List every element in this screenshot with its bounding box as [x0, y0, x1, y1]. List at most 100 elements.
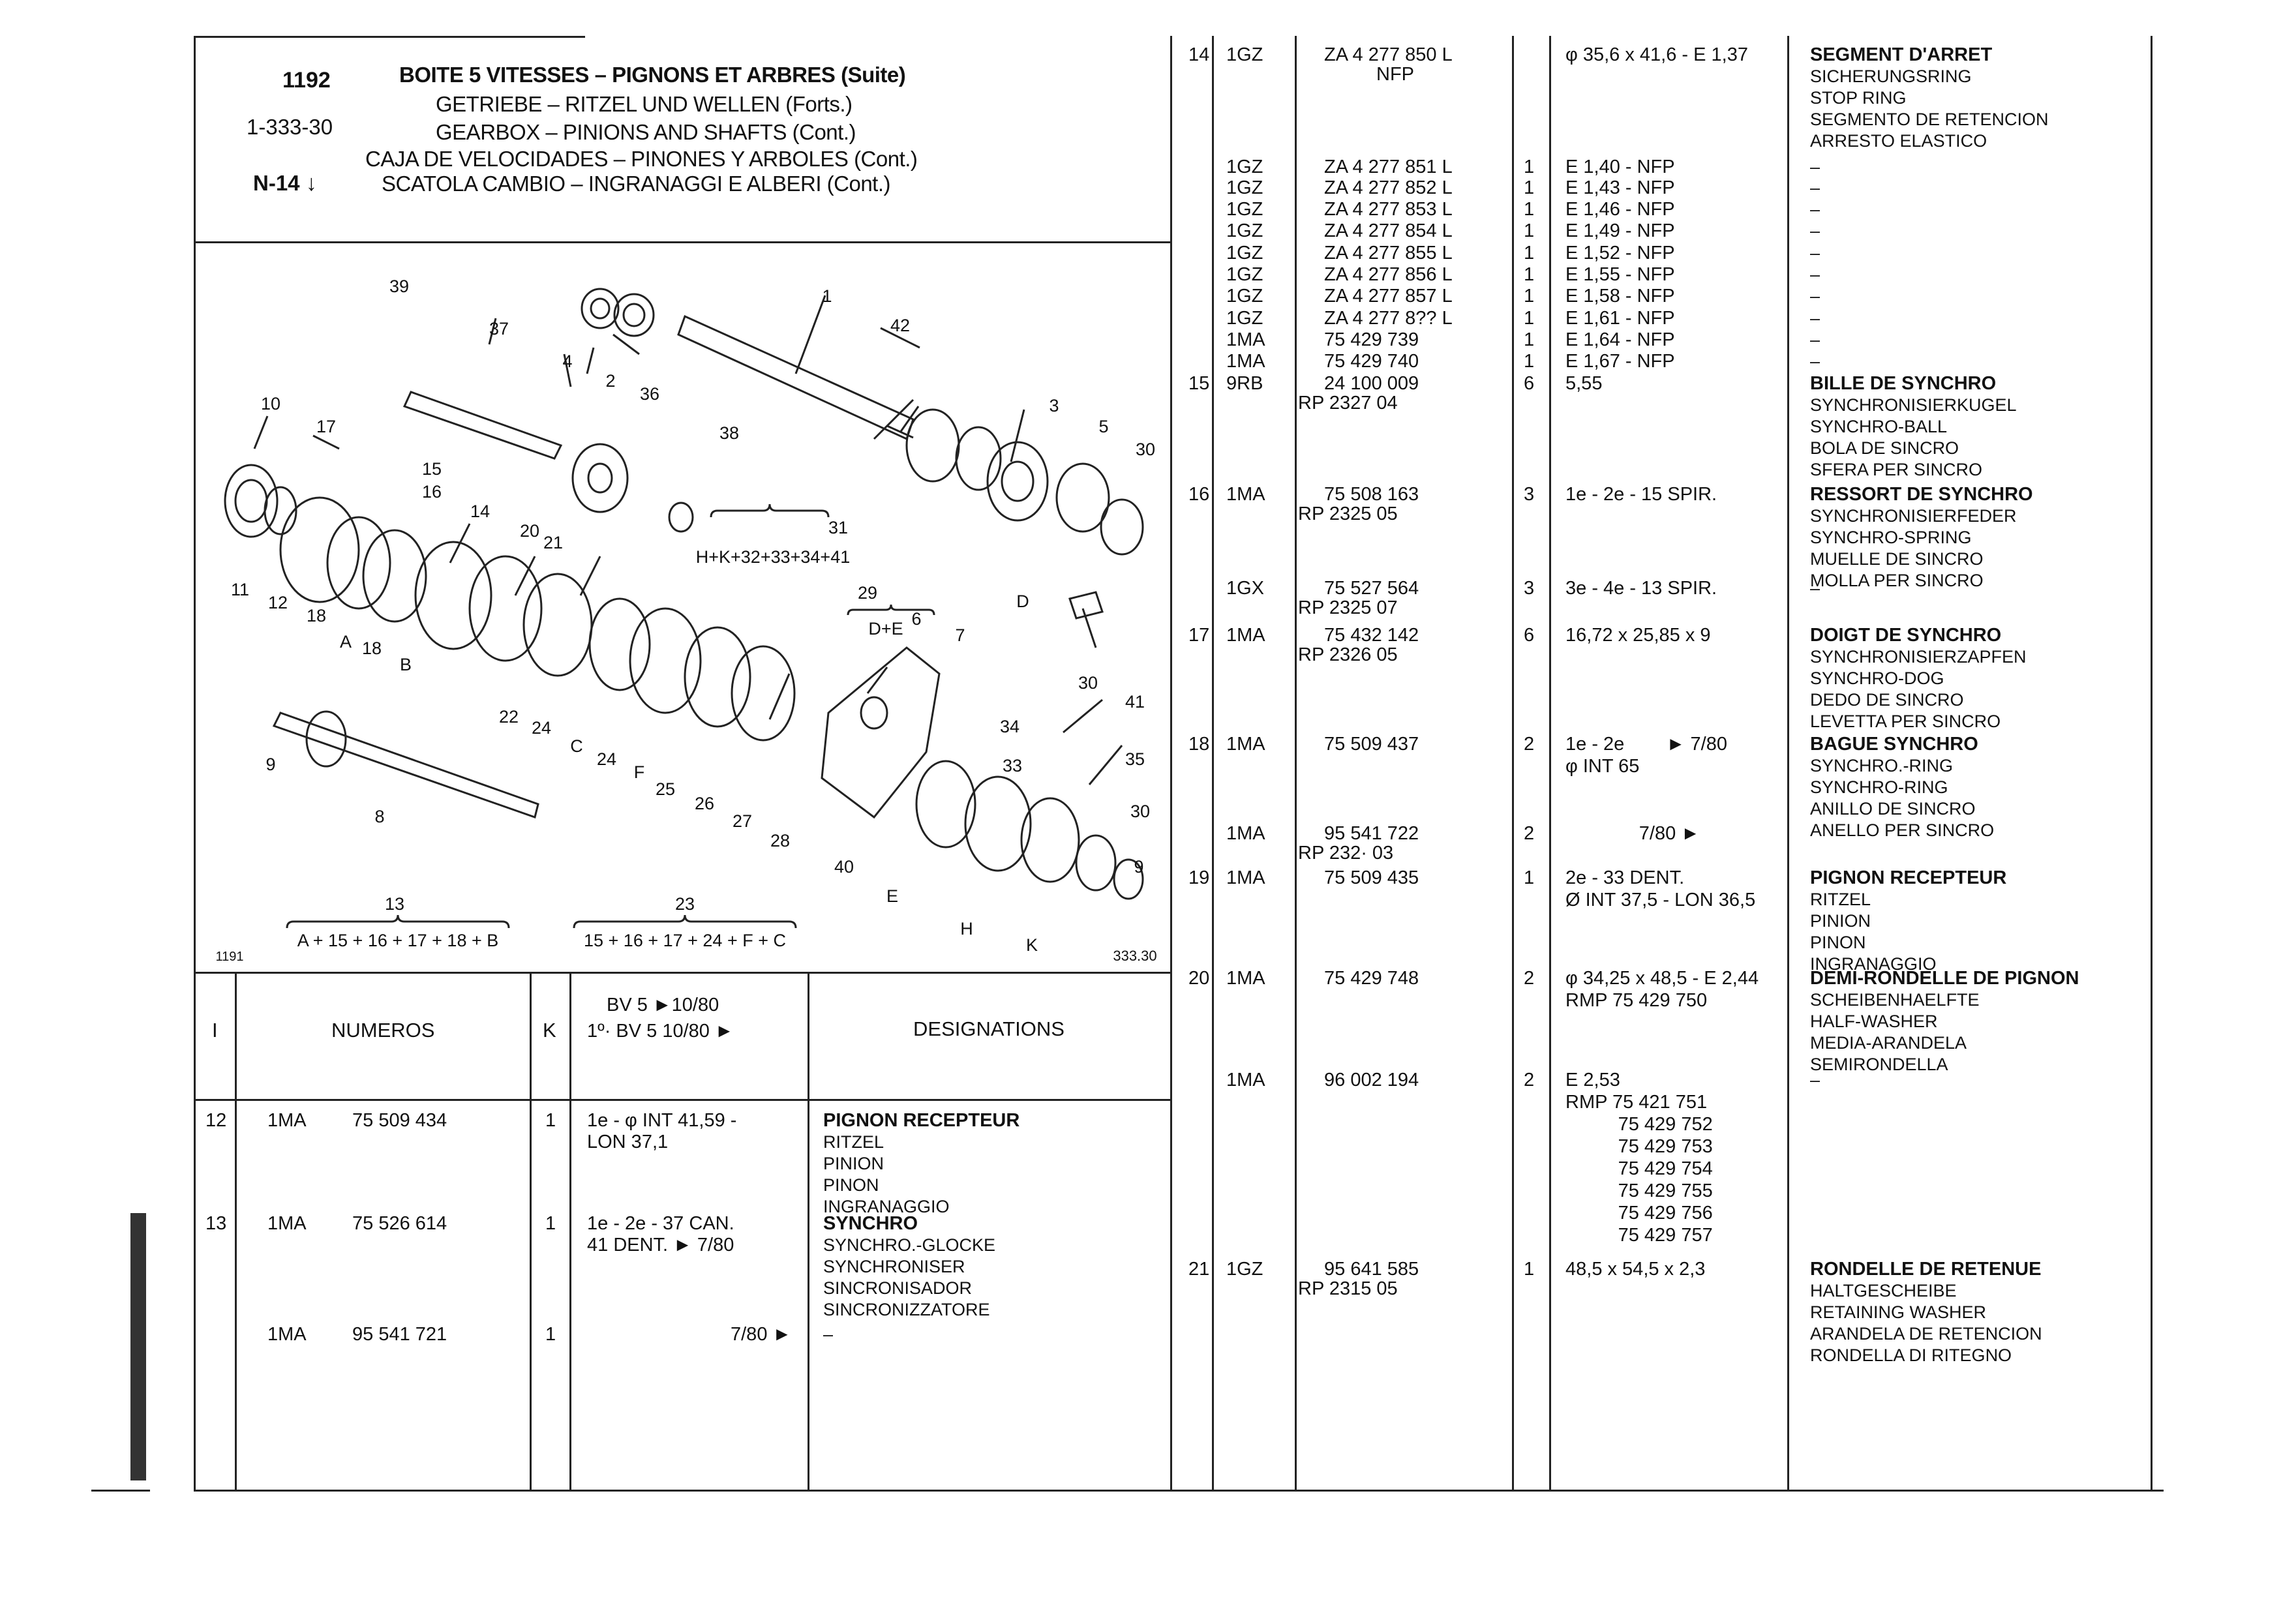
row-spec: 7/80 ► [731, 1324, 792, 1345]
callout-24a: 24 [532, 718, 551, 738]
row-designation: – [1810, 286, 1820, 306]
down-arrow-icon: ↓ [305, 171, 317, 196]
row-part-number: 24 100 009 [1324, 373, 1419, 394]
row-code: 1MA [267, 1213, 307, 1234]
group-23-label: 15 + 16 + 17 + 24 + F + C [584, 931, 786, 950]
row-code: 1MA [1226, 625, 1265, 646]
row-designation: SCHEIBENHAELFTE [1810, 990, 1980, 1010]
callout-9a: 9 [265, 755, 275, 774]
row-spec: 16,72 x 25,85 x 9 [1565, 625, 1711, 646]
row-spec: 75 429 757 [1565, 1225, 1713, 1246]
row-designation: STOP RING [1810, 88, 1907, 108]
row-part-number: 75 429 739 [1324, 329, 1419, 350]
row-code: 1MA [1226, 484, 1265, 505]
spec-line: 1e - φ INT 41,59 - [587, 1110, 737, 1131]
row-designation: BILLE DE SYNCHRO [1810, 373, 1997, 394]
group-29-label: D+E [868, 619, 903, 638]
group-31-label: H+K+32+33+34+41 [696, 547, 850, 567]
row-quantity: 3 [1524, 484, 1535, 505]
col-numeros-header: NUMEROS [331, 1019, 435, 1042]
row-part-number: ZA 4 277 856 L [1324, 264, 1453, 285]
callout-26: 26 [695, 794, 714, 813]
row-designation: SEMIRONDELLA [1810, 1055, 1948, 1074]
designation-it: SINCRONIZZATORE [823, 1300, 990, 1319]
row-part-number: 75 509 435 [1324, 867, 1419, 888]
row-designation: SYNCHRO-RING [1810, 777, 1948, 797]
row-part-number: 75 526 614 [352, 1213, 447, 1234]
row-code: 1GZ [1226, 177, 1263, 198]
spec-line: 41 DENT. ► 7/80 [587, 1235, 734, 1255]
designation-de: SYNCHRO.-GLOCKE [823, 1235, 996, 1255]
row-designation: SYNCHRO-SPRING [1810, 528, 1972, 547]
callout-30c: 30 [1130, 802, 1150, 821]
row-part-number: 75 432 142 [1324, 625, 1419, 646]
reference-number: 1-333-30 [247, 115, 333, 139]
callout-28: 28 [770, 831, 790, 850]
title-en: GEARBOX – PINIONS AND SHAFTS (Cont.) [436, 120, 856, 144]
spec-line: 1e - 2e - 37 CAN. [587, 1213, 734, 1234]
row-designation: SYNCHRONISIERFEDER [1810, 506, 2017, 526]
row-part-number: ZA 4 277 852 L [1324, 177, 1453, 198]
row-spec: E 1,49 - NFP [1565, 220, 1675, 241]
row-code: 1MA [1226, 1070, 1265, 1090]
callout-38: 38 [719, 423, 739, 443]
designation-es: PINON [823, 1175, 879, 1195]
row-spec: E 1,58 - NFP [1565, 286, 1675, 307]
callout-41: 41 [1125, 692, 1145, 712]
callout-21: 21 [543, 533, 563, 552]
row-designation: SYNCHRONISIERZAPFEN [1810, 647, 2027, 667]
callout-9b: 9 [1134, 857, 1143, 877]
row-part-number: RP 2326 05 [1298, 644, 1398, 665]
row-quantity: 3 [1524, 578, 1535, 599]
row-designation: ANELLO PER SINCRO [1810, 820, 1995, 840]
row-part-number: RP 2325 07 [1298, 597, 1398, 618]
row-designation: HALF-WASHER [1810, 1012, 1938, 1031]
row-spec: E 1,46 - NFP [1565, 199, 1675, 220]
row-designation: ARANDELA DE RETENCION [1810, 1324, 2042, 1344]
row-designation: SYNCHRO SYNCHRO.-GLOCKE SYNCHRONISER SIN… [823, 1213, 995, 1321]
row-designation: – [1810, 157, 1820, 177]
row-designation: – [1810, 578, 1820, 598]
title-es: CAJA DE VELOCIDADES – PINONES Y ARBOLES … [365, 147, 918, 171]
spec-line: LON 37,1 [587, 1132, 669, 1152]
row-spec: E 2,53 [1565, 1070, 1620, 1090]
row-part-number: 75 509 437 [1324, 734, 1419, 755]
callout-25: 25 [656, 779, 675, 799]
row-designation: – [1810, 1070, 1820, 1090]
row-designation: SEGMENT D'ARRET [1810, 44, 1993, 65]
row-code: 9RB [1226, 373, 1263, 394]
callout-16: 16 [422, 482, 442, 502]
callout-11: 11 [231, 580, 249, 599]
callout-3: 3 [1049, 396, 1059, 415]
row-designation: – [1810, 200, 1820, 219]
row-part-number: NFP [1376, 64, 1414, 85]
row-code: 1GZ [1226, 308, 1263, 329]
row-spec: φ INT 65 [1565, 756, 1640, 777]
row-spec: 3e - 4e - 13 SPIR. [1565, 578, 1717, 599]
row-quantity: 2 [1524, 968, 1535, 989]
row-spec: 48,5 x 54,5 x 2,3 [1565, 1259, 1706, 1280]
row-designation: DOIGT DE SYNCHRO [1810, 625, 2002, 646]
callout-A: A [340, 632, 352, 652]
callout-D: D [1016, 592, 1029, 611]
row-part-number: ZA 4 277 857 L [1324, 286, 1453, 307]
row-quantity: 1 [1524, 199, 1535, 220]
row-spec: 75 429 754 [1565, 1158, 1713, 1179]
corner-left-ref: 1191 [215, 950, 243, 964]
row-part-number: ZA 4 277 855 L [1324, 243, 1453, 263]
callout-10: 10 [261, 394, 280, 413]
row-part-number: 95 641 585 [1324, 1259, 1419, 1280]
callout-42: 42 [890, 316, 910, 335]
callout-33: 33 [1003, 756, 1022, 775]
row-index: 17 [1188, 625, 1210, 646]
callout-40: 40 [834, 857, 854, 877]
row-code: 1GZ [1226, 157, 1263, 177]
callout-E: E [886, 886, 898, 906]
row-designation: – [1810, 308, 1820, 328]
row-index: 21 [1188, 1259, 1210, 1280]
row-designation: RETAINING WASHER [1810, 1302, 1987, 1322]
callout-35: 35 [1125, 749, 1145, 769]
row-quantity: 1 [1524, 329, 1535, 350]
row-designation: SICHERUNGSRING [1810, 67, 1972, 86]
row-part-number: 75 509 434 [352, 1110, 447, 1131]
